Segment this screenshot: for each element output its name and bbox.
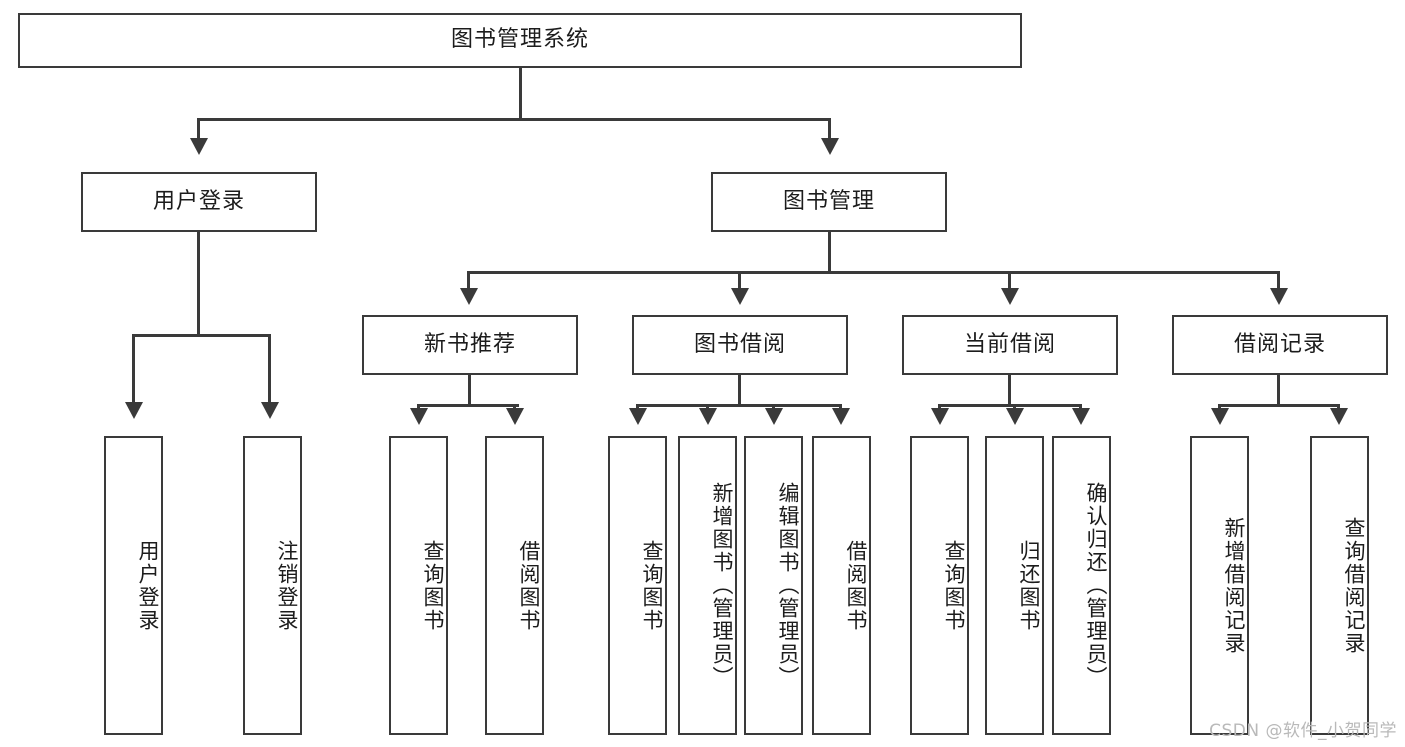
node-book-management[interactable]: 图书管理 — [711, 172, 947, 232]
csdn-watermark: CSDN @软件_小贺同学 — [1209, 721, 1397, 741]
node-label: 归还图书 — [1017, 539, 1041, 632]
node-label: 查询图书 — [942, 539, 966, 632]
edge-book-mgmt-stem — [828, 232, 831, 274]
edge-user-login-drop-1 — [132, 334, 135, 406]
edge-current-borrow-bus — [938, 404, 1081, 407]
edge-book-borrow-stem — [738, 375, 741, 407]
arrow-to-borrow-records — [1270, 288, 1288, 305]
node-label: 图书管理 — [782, 188, 875, 214]
node-label: 新增图书（管理员） — [710, 482, 734, 689]
edge-to-borrow-records — [1277, 271, 1280, 291]
arrow-to-current-borrow — [1001, 288, 1019, 305]
edge-borrow-records-bus — [1218, 404, 1340, 407]
leaf-return-books[interactable]: 归还图书 — [985, 436, 1044, 735]
leaf-add-borrow-record[interactable]: 新增借阅记录 — [1190, 436, 1249, 735]
node-label: 图书管理系统 — [450, 27, 589, 53]
node-label: 用户登录 — [136, 539, 160, 632]
edge-level3-bus — [467, 271, 1280, 274]
arrow-leaf-return-books — [1006, 408, 1024, 425]
node-new-book-recommend[interactable]: 新书推荐 — [362, 315, 578, 375]
node-label: 确认归还（管理员） — [1084, 482, 1108, 689]
arrow-leaf-user-login — [125, 402, 143, 419]
node-label: 图书借阅 — [693, 331, 786, 357]
edge-root-stem — [519, 68, 522, 120]
leaf-confirm-return-admin[interactable]: 确认归还（管理员） — [1052, 436, 1111, 735]
node-label: 查询图书 — [640, 539, 664, 632]
edge-book-borrow-bus — [636, 404, 841, 407]
node-root-system[interactable]: 图书管理系统 — [18, 13, 1022, 68]
leaf-borrow-books-recommend[interactable]: 借阅图书 — [485, 436, 544, 735]
node-label: 借阅记录 — [1233, 331, 1326, 357]
arrow-leaf-add-book — [699, 408, 717, 425]
node-label: 注销登录 — [275, 539, 299, 632]
node-label: 查询图书 — [421, 539, 445, 632]
arrow-leaf-query-books-3 — [931, 408, 949, 425]
leaf-user-login[interactable]: 用户登录 — [104, 436, 163, 735]
node-label: 新增借阅记录 — [1222, 516, 1246, 655]
edge-to-user-login — [197, 118, 200, 142]
arrow-leaf-borrow-books-2 — [832, 408, 850, 425]
arrow-leaf-query-books-1 — [410, 408, 428, 425]
leaf-edit-book-admin[interactable]: 编辑图书（管理员） — [744, 436, 803, 735]
node-label: 当前借阅 — [963, 331, 1056, 357]
edge-to-new-books — [467, 271, 470, 291]
leaf-query-borrow-record[interactable]: 查询借阅记录 — [1310, 436, 1369, 735]
edge-user-login-bus — [132, 334, 268, 337]
arrow-leaf-edit-book — [765, 408, 783, 425]
leaf-logout[interactable]: 注销登录 — [243, 436, 302, 735]
node-label: 用户登录 — [152, 188, 245, 214]
leaf-query-books-recommend[interactable]: 查询图书 — [389, 436, 448, 735]
edge-user-login-stem — [197, 232, 200, 337]
arrow-to-book-mgmt — [821, 138, 839, 155]
leaf-query-books-current[interactable]: 查询图书 — [910, 436, 969, 735]
node-label: 借阅图书 — [517, 539, 541, 632]
arrow-to-book-borrow — [731, 288, 749, 305]
node-label: 编辑图书（管理员） — [776, 482, 800, 689]
edge-user-login-drop-2 — [268, 334, 271, 406]
edge-to-current-borrow — [1008, 271, 1011, 291]
node-label: 借阅图书 — [844, 539, 868, 632]
edge-level2-bus — [197, 118, 831, 121]
edge-current-borrow-stem — [1008, 375, 1011, 407]
node-current-borrow[interactable]: 当前借阅 — [902, 315, 1118, 375]
node-label: 查询借阅记录 — [1342, 516, 1366, 655]
arrow-leaf-borrow-books-1 — [506, 408, 524, 425]
edge-new-books-stem — [468, 375, 471, 407]
arrow-to-new-books — [460, 288, 478, 305]
node-book-borrow[interactable]: 图书借阅 — [632, 315, 848, 375]
arrow-leaf-logout — [261, 402, 279, 419]
arrow-leaf-query-books-2 — [629, 408, 647, 425]
edge-to-book-borrow — [738, 271, 741, 291]
leaf-add-book-admin[interactable]: 新增图书（管理员） — [678, 436, 737, 735]
node-user-login[interactable]: 用户登录 — [81, 172, 317, 232]
leaf-query-books-borrow[interactable]: 查询图书 — [608, 436, 667, 735]
arrow-leaf-query-record — [1330, 408, 1348, 425]
leaf-borrow-books[interactable]: 借阅图书 — [812, 436, 871, 735]
arrow-leaf-add-record — [1211, 408, 1229, 425]
edge-borrow-records-stem — [1277, 375, 1280, 407]
node-label: 新书推荐 — [423, 331, 516, 357]
arrow-to-user-login — [190, 138, 208, 155]
edge-to-book-mgmt — [828, 118, 831, 142]
arrow-leaf-confirm-return — [1072, 408, 1090, 425]
edge-new-books-bus — [417, 404, 519, 407]
node-borrow-records[interactable]: 借阅记录 — [1172, 315, 1388, 375]
